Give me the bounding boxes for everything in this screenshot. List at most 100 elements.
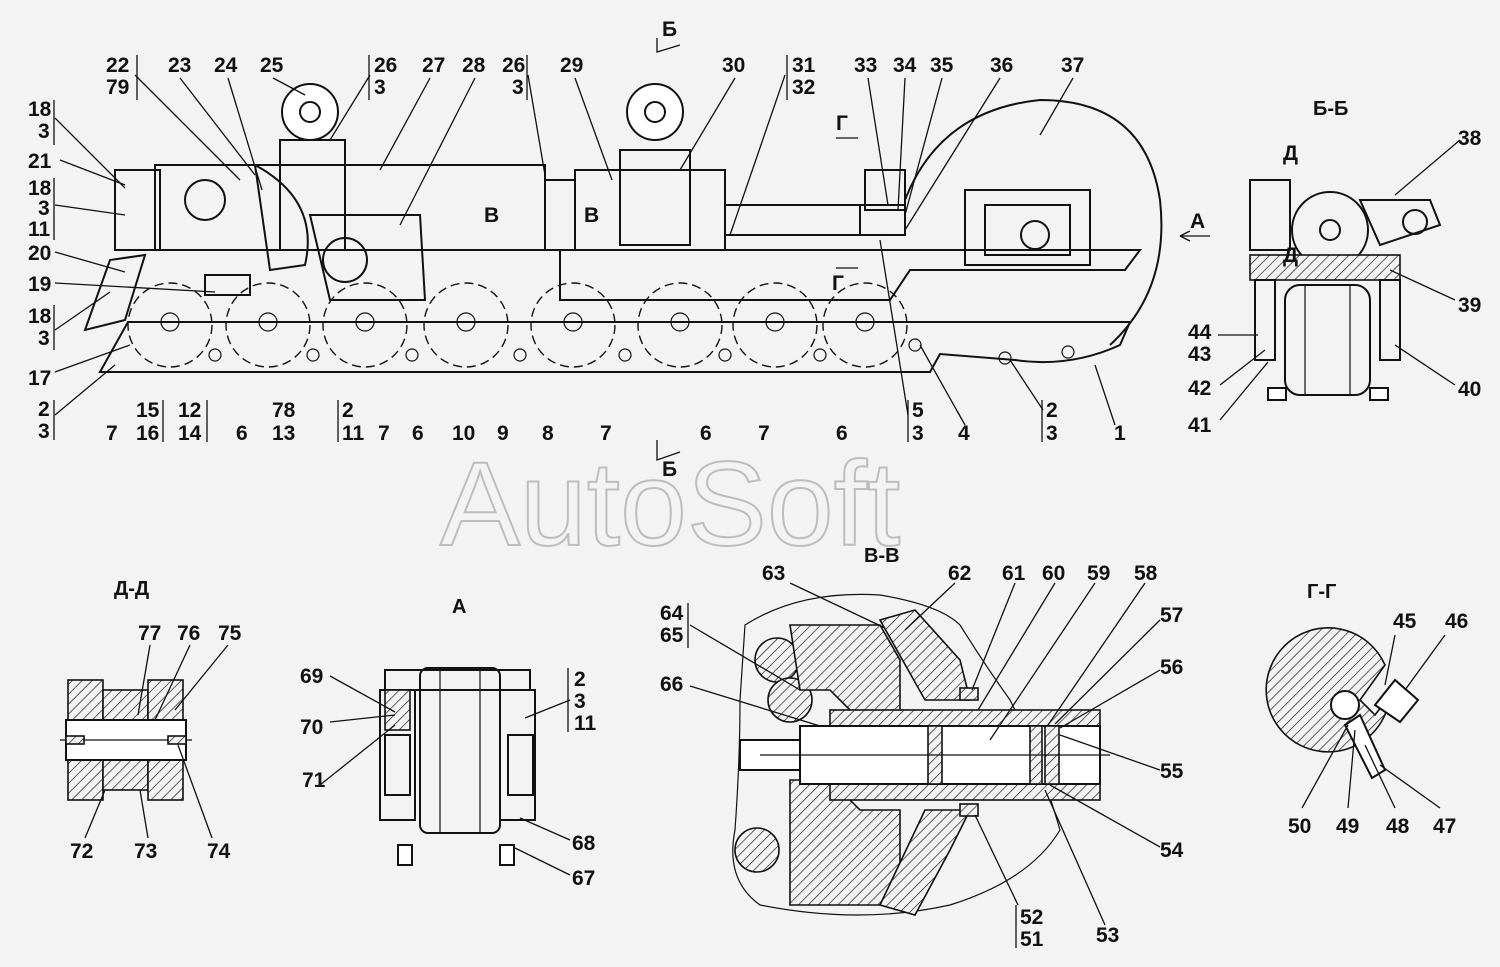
left-support-roller xyxy=(281,83,339,141)
section-bb: Б-Б Д Д 38 39 40 41 42 44 43 xyxy=(1188,98,1482,437)
cut-mark-b-bottom: Б xyxy=(662,458,677,481)
label: 3 xyxy=(38,327,50,350)
bolt xyxy=(618,348,632,362)
leader xyxy=(84,789,106,839)
section-vv: В-В 63 62 61 xyxy=(660,545,1184,951)
vv-track-pin-3 xyxy=(734,827,780,873)
roller-hub xyxy=(355,312,375,332)
label: 48 xyxy=(1386,815,1410,838)
leader xyxy=(177,744,213,839)
tension-rod xyxy=(724,204,861,236)
vv-hub-bottom xyxy=(878,809,972,916)
label: 3 xyxy=(512,76,524,99)
label: 7 xyxy=(758,422,770,445)
label: 70 xyxy=(300,716,323,739)
leader xyxy=(54,291,111,331)
center-support-roller-hub xyxy=(644,101,666,123)
label: 56 xyxy=(1160,656,1183,679)
leader xyxy=(1047,582,1146,726)
cut-mark-v2: В xyxy=(584,204,599,227)
label: 7 xyxy=(378,422,390,445)
track-roller xyxy=(530,282,616,368)
label: 64 xyxy=(660,602,684,625)
label: 40 xyxy=(1458,378,1481,401)
leader xyxy=(1389,269,1456,301)
label: 16 xyxy=(136,422,159,445)
leader xyxy=(329,675,396,713)
beam-joint xyxy=(544,179,576,251)
label: 46 xyxy=(1445,610,1468,633)
label: 3 xyxy=(912,422,924,445)
gg-nipple-head xyxy=(1373,678,1420,724)
main-leaders xyxy=(54,74,1116,426)
leader xyxy=(1347,729,1356,809)
label: 53 xyxy=(1096,924,1119,947)
leader xyxy=(379,77,431,171)
leader xyxy=(272,77,306,96)
label: 75 xyxy=(218,622,242,645)
bolt xyxy=(718,348,732,362)
leader xyxy=(319,724,396,786)
view-mark-a: А xyxy=(1190,210,1205,233)
idler-axle xyxy=(1020,220,1050,250)
label: 27 xyxy=(422,54,445,77)
label: 41 xyxy=(1188,414,1212,437)
label: 65 xyxy=(660,624,684,647)
leader xyxy=(879,239,909,416)
leader xyxy=(1301,724,1349,809)
label: 36 xyxy=(990,54,1013,77)
leader xyxy=(897,77,906,211)
bolt xyxy=(208,348,222,362)
label: 61 xyxy=(1002,562,1026,585)
bolt xyxy=(908,338,922,352)
dd-seal-right xyxy=(167,735,187,745)
track-roller xyxy=(732,282,818,368)
bb-frame-section xyxy=(1249,254,1401,281)
leader xyxy=(1044,789,1106,926)
leader xyxy=(54,117,126,189)
leader xyxy=(904,582,956,631)
cut-mark-g2: Г xyxy=(832,272,844,295)
bolt xyxy=(998,351,1012,365)
label: 3 xyxy=(1046,422,1058,445)
a-top-bar xyxy=(384,669,531,691)
leader xyxy=(514,847,571,876)
track-roller xyxy=(322,282,408,368)
rear-pivot xyxy=(184,179,226,221)
bb-right-wall xyxy=(1379,279,1401,361)
view-a: А 69 70 71 68 67 2 3 11 xyxy=(300,596,597,890)
label: 4 xyxy=(958,422,970,445)
main-side-view xyxy=(83,83,1163,373)
label: 5 xyxy=(912,399,924,422)
track-rollers xyxy=(127,282,908,368)
label: 47 xyxy=(1433,815,1456,838)
label: 2 xyxy=(574,668,586,691)
dd-seal-left xyxy=(65,735,85,745)
a-foot-right xyxy=(499,844,515,866)
leader xyxy=(1039,77,1074,136)
label: 3 xyxy=(38,197,50,220)
center-roller-bracket xyxy=(619,149,691,246)
label: 18 xyxy=(28,98,52,121)
label: 17 xyxy=(28,367,51,390)
leader xyxy=(974,814,1019,906)
rear-bracket xyxy=(114,169,161,251)
label: 14 xyxy=(178,422,202,445)
label: 72 xyxy=(70,840,93,863)
leader xyxy=(329,74,371,141)
leader xyxy=(679,77,736,171)
label: 18 xyxy=(28,305,52,328)
label: 15 xyxy=(136,399,160,422)
view-arrow xyxy=(1179,230,1210,242)
label: 6 xyxy=(412,422,424,445)
label: 2 xyxy=(342,399,354,422)
leader xyxy=(904,77,943,216)
section-title-bb: Б-Б xyxy=(1313,98,1348,120)
center-support-roller xyxy=(626,83,684,141)
track-roller xyxy=(225,282,311,368)
label: 77 xyxy=(138,622,161,645)
leader xyxy=(59,159,126,186)
label: 29 xyxy=(560,54,583,77)
label: 76 xyxy=(177,622,200,645)
